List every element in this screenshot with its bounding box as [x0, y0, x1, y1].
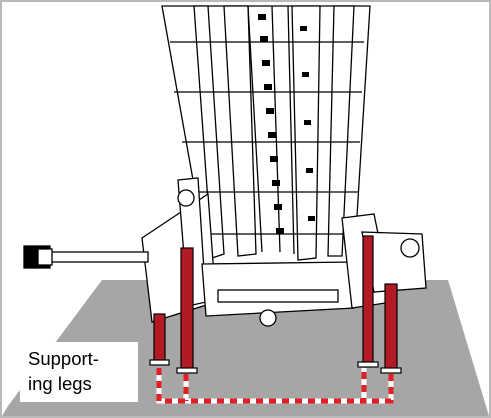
supporting-legs-callout: Support- ing legs — [20, 342, 138, 402]
highlight-bracket — [156, 368, 394, 404]
machine-body — [161, 5, 371, 265]
support-leg-1 — [153, 313, 166, 363]
support-leg-2 — [180, 247, 194, 371]
support-leg-4 — [384, 283, 398, 371]
hitch-frame — [141, 177, 427, 327]
support-leg-3 — [362, 235, 374, 365]
pto-shaft — [23, 245, 149, 269]
drum-tines — [258, 14, 315, 234]
callout-line-1: Support- — [28, 348, 99, 369]
callout-line-2: ing legs — [28, 373, 92, 394]
supporting-legs — [149, 235, 402, 374]
